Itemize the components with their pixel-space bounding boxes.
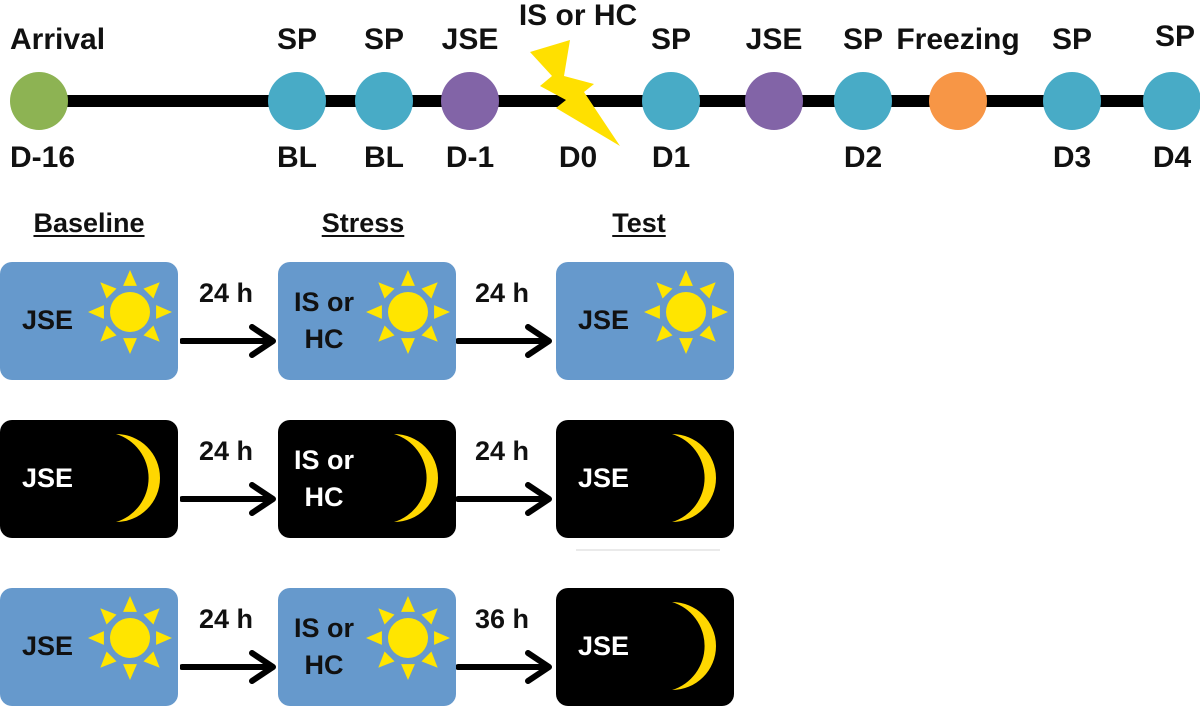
sun-icon: [640, 266, 732, 363]
timepoint-label: JSE: [745, 23, 803, 56]
protocol-box-text-line: IS or: [294, 445, 355, 475]
protocol-box-test-night: JSE: [556, 420, 734, 538]
timepoint-day-label: D-16: [10, 141, 76, 174]
timepoint-label: SP: [1051, 23, 1093, 56]
divider: [576, 549, 720, 551]
timepoint-sp-d1: [642, 72, 700, 130]
timepoint-label: SP: [363, 23, 405, 56]
protocol-box-text: JSE: [22, 628, 73, 665]
moon-icon: [660, 430, 730, 531]
moon-icon: [382, 430, 452, 531]
timepoint-label: Freezing: [896, 23, 1020, 56]
stress-event-label: IS or HC: [518, 0, 638, 32]
protocol-box-text: JSE: [578, 460, 629, 497]
timepoint-label: SP: [650, 23, 692, 56]
timepoint-day-label: D-1: [445, 141, 495, 174]
timepoint-sp-d2: [834, 72, 892, 130]
protocol-box-text: IS or HC: [294, 442, 354, 516]
timepoint-sp-bl-1: [268, 72, 326, 130]
timepoint-day-label: D4: [1152, 141, 1192, 174]
timepoint-sp-d4: [1143, 72, 1200, 130]
moon-icon: [104, 430, 174, 531]
right-arrow-icon: [179, 650, 280, 689]
interval-label: 24 h: [474, 278, 530, 308]
timepoint-day-label: D1: [651, 141, 691, 174]
interval-label: 36 h: [474, 604, 530, 634]
header-baseline: Baseline: [33, 208, 145, 238]
interval-label: 24 h: [198, 604, 254, 634]
protocol-box-stress-day: IS or HC: [278, 588, 456, 706]
protocol-box-text-line: JSE: [22, 631, 74, 661]
right-arrow-icon: [455, 482, 556, 521]
timepoint-label: SP: [842, 23, 884, 56]
protocol-box-text: JSE: [578, 302, 629, 339]
timepoint-label: SP: [276, 23, 318, 56]
protocol-box-text-line: JSE: [578, 305, 630, 335]
interval-label: 24 h: [198, 436, 254, 466]
protocol-box-baseline-night: JSE: [0, 420, 178, 538]
protocol-box-text: JSE: [22, 302, 73, 339]
header-test: Test: [612, 208, 666, 238]
sun-icon: [84, 592, 176, 689]
protocol-box-stress-night: IS or HC: [278, 420, 456, 538]
sun-icon: [362, 592, 454, 689]
header-stress: Stress: [321, 208, 405, 238]
sun-icon: [362, 266, 454, 363]
protocol-box-text: JSE: [22, 460, 73, 497]
protocol-box-text-line: HC: [304, 482, 344, 512]
timepoint-jse-pre: [441, 72, 499, 130]
protocol-box-baseline-day: JSE: [0, 588, 178, 706]
sun-icon: [84, 266, 176, 363]
protocol-box-stress-day: IS or HC: [278, 262, 456, 380]
right-arrow-icon: [179, 482, 280, 521]
timepoint-label: Arrival: [10, 23, 106, 56]
protocol-box-text-line: JSE: [578, 631, 630, 661]
protocol-box-text-line: IS or: [294, 287, 355, 317]
protocol-box-text-line: JSE: [22, 463, 74, 493]
timepoint-arrival: [10, 72, 68, 130]
protocol-box-baseline-day: JSE: [0, 262, 178, 380]
protocol-box-text-line: HC: [304, 650, 344, 680]
timepoint-jse-mid: [745, 72, 803, 130]
protocol-box-text-line: IS or: [294, 613, 355, 643]
stress-day-label: D0: [558, 141, 598, 174]
timepoint-freezing: [929, 72, 987, 130]
protocol-box-test-night: JSE: [556, 588, 734, 706]
interval-label: 24 h: [198, 278, 254, 308]
protocol-box-text-line: HC: [304, 324, 344, 354]
protocol-box-text-line: JSE: [578, 463, 630, 493]
timepoint-day-label: D2: [843, 141, 883, 174]
timepoint-day-label: BL: [277, 141, 317, 174]
interval-label: 24 h: [474, 436, 530, 466]
right-arrow-icon: [179, 324, 280, 363]
right-arrow-icon: [455, 324, 556, 363]
timepoint-day-label: D3: [1052, 141, 1092, 174]
lightning-bolt-icon: [530, 40, 620, 146]
timeline-axis: [38, 95, 1200, 107]
protocol-box-test-day: JSE: [556, 262, 734, 380]
timepoint-day-label: BL: [364, 141, 404, 174]
protocol-box-text: IS or HC: [294, 284, 354, 358]
timepoint-label: JSE: [441, 23, 499, 56]
timepoint-sp-bl-2: [355, 72, 413, 130]
moon-icon: [660, 598, 730, 699]
timepoint-sp-d3: [1043, 72, 1101, 130]
protocol-box-text: IS or HC: [294, 610, 354, 684]
protocol-box-text-line: JSE: [22, 305, 74, 335]
protocol-box-text: JSE: [578, 628, 629, 665]
timepoint-label: SP: [1154, 20, 1196, 53]
right-arrow-icon: [455, 650, 556, 689]
